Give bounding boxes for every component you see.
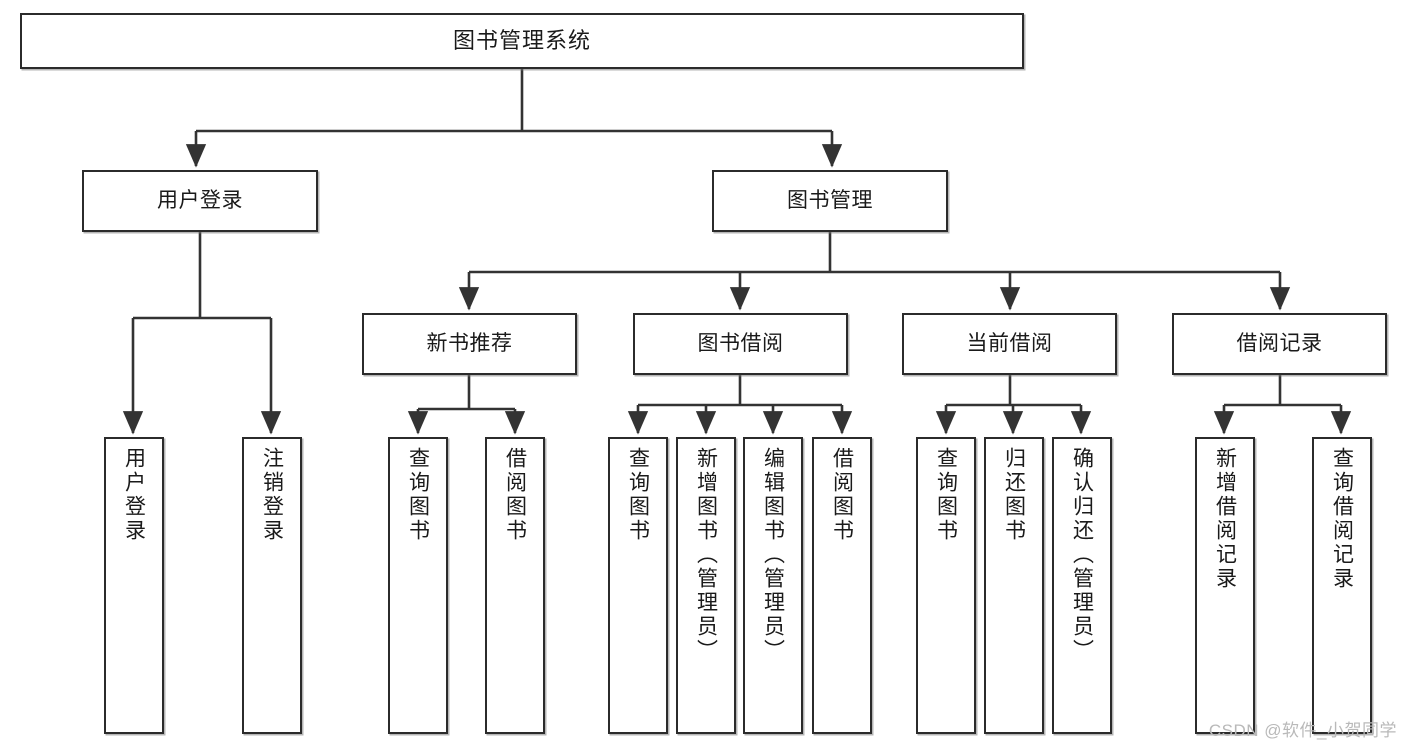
node-new-book-recommend[interactable]: 新书推荐 (362, 313, 577, 375)
node-leaf-label: 借阅图书 (503, 447, 527, 543)
node-leaf-current-borrow-return-books[interactable]: 归还图书 (984, 437, 1044, 734)
node-leaf-label: 查询图书 (626, 447, 650, 543)
node-leaf-borrow-records-query-record[interactable]: 查询借阅记录 (1312, 437, 1372, 734)
node-leaf-current-borrow-confirm-return-admin[interactable]: 确认归还（管理员） (1052, 437, 1112, 734)
node-leaf-user-login-login[interactable]: 用户登录 (104, 437, 164, 734)
node-user-login-label: 用户登录 (157, 188, 243, 212)
node-leaf-label: 新增借阅记录 (1213, 447, 1237, 591)
node-leaf-label: 用户登录 (122, 447, 146, 543)
csdn-watermark: CSDN @软件_小贺同学 (1208, 721, 1397, 740)
node-book-borrow-label: 图书借阅 (697, 331, 784, 355)
node-leaf-new-book-borrow-books[interactable]: 借阅图书 (485, 437, 545, 734)
node-leaf-label: 查询借阅记录 (1330, 447, 1354, 591)
node-leaf-current-borrow-query-books[interactable]: 查询图书 (916, 437, 976, 734)
node-current-borrow[interactable]: 当前借阅 (902, 313, 1117, 375)
node-book-management-label: 图书管理 (787, 188, 873, 212)
node-new-book-recommend-label: 新书推荐 (426, 331, 513, 355)
node-leaf-label: 查询图书 (934, 447, 958, 543)
node-leaf-label: 确认归还（管理员） (1070, 447, 1094, 663)
node-leaf-book-borrow-add-book-admin[interactable]: 新增图书（管理员） (676, 437, 736, 734)
node-leaf-label: 归还图书 (1002, 447, 1026, 543)
node-current-borrow-label: 当前借阅 (966, 331, 1053, 355)
node-leaf-new-book-query-books[interactable]: 查询图书 (388, 437, 448, 734)
node-leaf-label: 借阅图书 (830, 447, 854, 543)
node-leaf-user-login-logout[interactable]: 注销登录 (242, 437, 302, 734)
node-leaf-label: 编辑图书（管理员） (761, 447, 785, 663)
node-root-label: 图书管理系统 (452, 28, 591, 54)
node-user-login[interactable]: 用户登录 (82, 170, 318, 232)
node-leaf-borrow-records-add-record[interactable]: 新增借阅记录 (1195, 437, 1255, 734)
node-leaf-book-borrow-borrow-books[interactable]: 借阅图书 (812, 437, 872, 734)
node-root-library-management-system[interactable]: 图书管理系统 (20, 13, 1024, 69)
node-leaf-label: 新增图书（管理员） (694, 447, 718, 663)
node-book-borrow[interactable]: 图书借阅 (633, 313, 848, 375)
node-borrow-records-label: 借阅记录 (1236, 331, 1323, 355)
node-leaf-label: 查询图书 (406, 447, 430, 543)
node-leaf-book-borrow-query-books[interactable]: 查询图书 (608, 437, 668, 734)
node-book-management[interactable]: 图书管理 (712, 170, 948, 232)
node-leaf-label: 注销登录 (260, 447, 284, 543)
node-borrow-records[interactable]: 借阅记录 (1172, 313, 1387, 375)
node-leaf-book-borrow-edit-book-admin[interactable]: 编辑图书（管理员） (743, 437, 803, 734)
